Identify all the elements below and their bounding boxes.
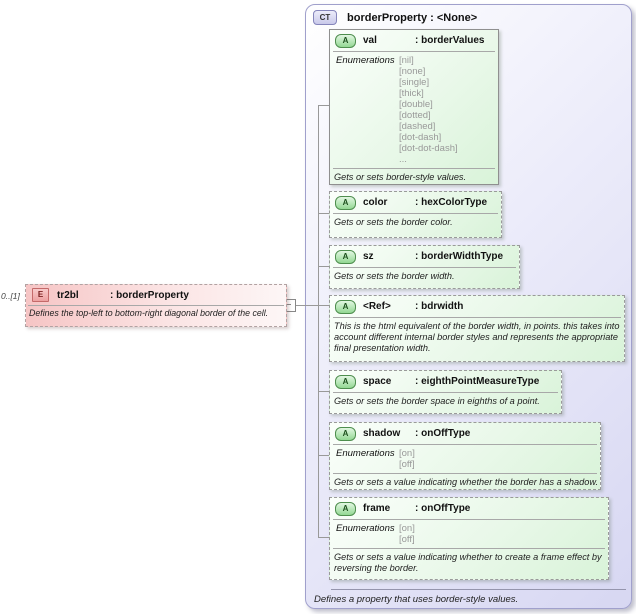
connector-tick [318, 105, 330, 106]
attribute-type: : eighthPointMeasureType [415, 376, 540, 387]
attribute-header: A sz : borderWidthType [330, 246, 519, 267]
element-icon: E [32, 288, 49, 302]
attribute-box-frame[interactable]: A frame : onOffType Enumerations [on] [o… [329, 497, 609, 580]
enumerations-row: Enumerations [nil] [none] [single] [thic… [330, 52, 498, 168]
divider [333, 519, 605, 520]
attribute-header: A <Ref> : bdrwidth [330, 296, 624, 317]
attribute-name: color [363, 197, 388, 208]
element-box-tr2bl[interactable]: E tr2bl : borderProperty Defines the top… [25, 284, 287, 327]
attribute-description: Gets or sets a value indicating whether … [334, 477, 599, 487]
enum-value: [single] [399, 77, 430, 88]
attribute-header: A frame : onOffType [330, 498, 608, 519]
attribute-type: : hexColorType [415, 197, 488, 208]
enum-value: [dotted] [399, 110, 431, 121]
attribute-name: <Ref> [363, 301, 391, 312]
enum-value: [dot-dot-dash] [399, 143, 458, 154]
attribute-type: : onOffType [415, 428, 471, 439]
attribute-header: A shadow : onOffType [330, 423, 600, 444]
attribute-box-ref[interactable]: A <Ref> : bdrwidth This is the html equi… [329, 295, 625, 362]
attribute-box-color[interactable]: A color : hexColorType Gets or sets the … [329, 191, 502, 238]
divider [333, 392, 558, 393]
attribute-description: This is the html equivalent of the borde… [334, 321, 620, 353]
enumeration-values: [on] [off] [399, 448, 415, 470]
divider [333, 317, 621, 318]
attribute-description: Gets or sets border-style values. [334, 172, 467, 182]
attribute-icon: A [335, 299, 356, 314]
divider [333, 168, 495, 169]
enumerations-label: Enumerations [336, 523, 395, 534]
attribute-icon: A [335, 374, 356, 389]
attribute-name: space [363, 376, 392, 387]
enum-value: [thick] [399, 88, 424, 99]
attribute-description: Gets or sets the border width. [334, 271, 455, 281]
connector-tick [318, 455, 330, 456]
enum-value: [on] [399, 448, 415, 459]
attribute-type: : borderWidthType [415, 251, 504, 262]
enumerations-row: Enumerations [on] [off] [330, 520, 608, 548]
attribute-icon: A [335, 33, 356, 48]
divider [333, 548, 605, 549]
attribute-header: A space : eighthPointMeasureType [330, 371, 561, 392]
attribute-description: Gets or sets the border space in eighths… [334, 396, 540, 406]
attribute-box-sz[interactable]: A sz : borderWidthType Gets or sets the … [329, 245, 520, 289]
attribute-description: Gets or sets the border color. [334, 217, 453, 227]
divider [331, 589, 626, 590]
enum-value: [dashed] [399, 121, 436, 132]
enum-value: [nil] [399, 55, 414, 66]
connector-line [294, 305, 330, 306]
attribute-type: : borderValues [415, 35, 485, 46]
enumerations-row: Enumerations [on] [off] [330, 445, 600, 473]
attribute-box-shadow[interactable]: A shadow : onOffType Enumerations [on] [… [329, 422, 601, 490]
element-description: Defines the top-left to bottom-right dia… [29, 308, 269, 318]
cardinality-label: 0..[1] [1, 291, 20, 301]
enum-value: [off] [399, 534, 415, 545]
enum-value: [double] [399, 99, 433, 110]
attribute-name: shadow [363, 428, 401, 439]
enumeration-values: [on] [off] [399, 523, 415, 545]
attribute-box-space[interactable]: A space : eighthPointMeasureType Gets or… [329, 370, 562, 414]
complex-type-title: borderProperty : <None> [347, 11, 478, 24]
enum-value: [off] [399, 459, 415, 470]
attribute-type: : onOffType [415, 503, 471, 514]
element-name: tr2bl [57, 289, 79, 301]
attribute-name: val [363, 35, 377, 46]
attribute-box-val[interactable]: A val : borderValues Enumerations [nil] … [329, 29, 499, 185]
attribute-icon: A [335, 249, 356, 264]
attribute-header: A color : hexColorType [330, 192, 501, 213]
enumerations-label: Enumerations [336, 55, 395, 66]
divider [333, 444, 597, 445]
connector-tick [318, 537, 330, 538]
divider [333, 213, 498, 214]
attribute-icon: A [335, 195, 356, 210]
element-header: E tr2bl : borderProperty [26, 285, 286, 304]
complex-type-header[interactable]: CT borderProperty : <None> [313, 10, 477, 25]
attribute-type: : bdrwidth [415, 301, 464, 312]
connector-tick [318, 266, 330, 267]
complex-type-icon: CT [313, 10, 337, 25]
enumeration-values: [nil] [none] [single] [thick] [double] [… [399, 55, 458, 165]
divider [333, 51, 495, 52]
enum-value: [on] [399, 523, 415, 534]
enum-value: ... [399, 154, 407, 165]
divider [333, 473, 597, 474]
attribute-name: frame [363, 503, 391, 514]
complex-type-description: Defines a property that uses border-styl… [314, 594, 519, 605]
enum-value: [dot-dash] [399, 132, 442, 143]
connector-tick [318, 213, 330, 214]
attribute-name: sz [363, 251, 374, 262]
enumerations-label: Enumerations [336, 448, 395, 459]
enum-value: [none] [399, 66, 426, 77]
divider [28, 305, 284, 306]
element-type: : borderProperty [110, 289, 189, 301]
connector-tick [318, 391, 330, 392]
attribute-icon: A [335, 426, 356, 441]
divider [333, 267, 516, 268]
attribute-description: Gets or sets a value indicating whether … [334, 552, 602, 573]
connector-trunk-line [318, 105, 319, 537]
attribute-icon: A [335, 501, 356, 516]
attribute-header: A val : borderValues [330, 30, 498, 51]
